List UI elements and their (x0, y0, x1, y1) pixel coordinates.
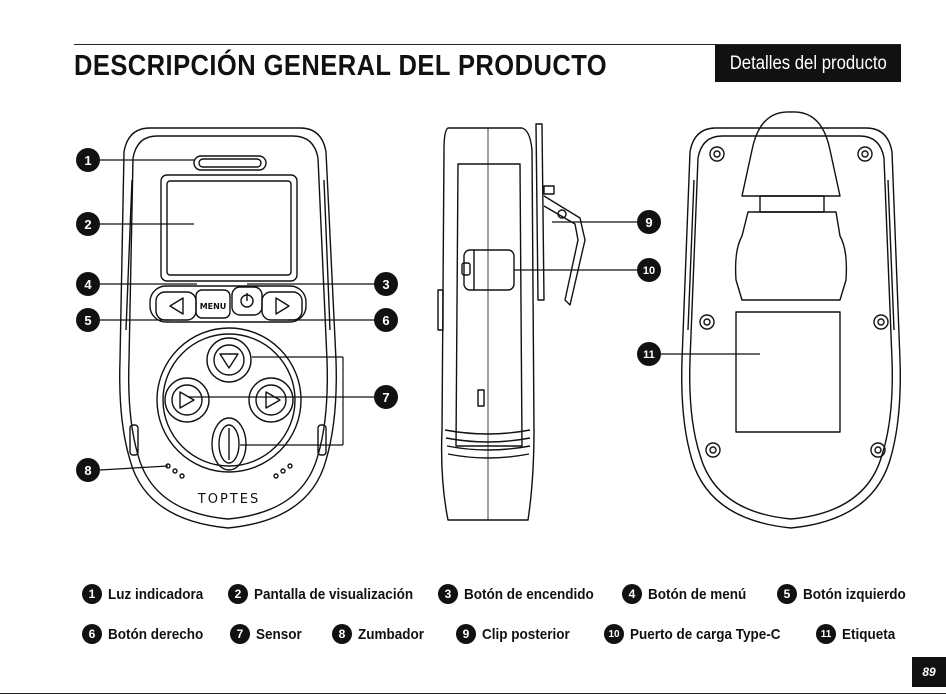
back-clip (536, 124, 544, 300)
callout-marker: 8 (76, 458, 100, 482)
svg-text:3: 3 (382, 277, 389, 292)
left-button[interactable] (156, 292, 196, 320)
indicator-light (194, 156, 266, 170)
back-view (682, 112, 901, 528)
brand-logo: TOPTES (197, 492, 260, 507)
svg-text:11: 11 (643, 349, 655, 361)
callout-marker: 1 (76, 148, 100, 172)
callout-marker: 3 (374, 272, 398, 296)
callout-marker: 9 (637, 210, 661, 234)
front-view: MENU TOPTES (120, 128, 337, 528)
callout-marker: 10 (637, 258, 661, 282)
right-button[interactable] (262, 292, 302, 320)
menu-button-label: MENU (200, 302, 227, 311)
side-view (438, 124, 585, 520)
svg-text:9: 9 (645, 215, 652, 230)
callout-marker: 6 (374, 308, 398, 332)
svg-text:10: 10 (643, 265, 655, 277)
leader-lines (100, 160, 760, 470)
svg-text:6: 6 (382, 313, 389, 328)
svg-text:7: 7 (382, 390, 389, 405)
callout-marker: 4 (76, 272, 100, 296)
callout-marker: 5 (76, 308, 100, 332)
svg-text:5: 5 (84, 313, 91, 328)
type-c-port (464, 250, 514, 290)
svg-text:1: 1 (84, 153, 91, 168)
product-label (736, 312, 840, 432)
svg-text:4: 4 (84, 277, 92, 292)
callout-marker: 11 (637, 342, 661, 366)
display-screen (161, 175, 297, 281)
callout-marker: 7 (374, 385, 398, 409)
svg-text:2: 2 (84, 217, 91, 232)
page-number: 89 (912, 657, 946, 687)
svg-text:8: 8 (84, 463, 91, 478)
callout-marker: 2 (76, 212, 100, 236)
